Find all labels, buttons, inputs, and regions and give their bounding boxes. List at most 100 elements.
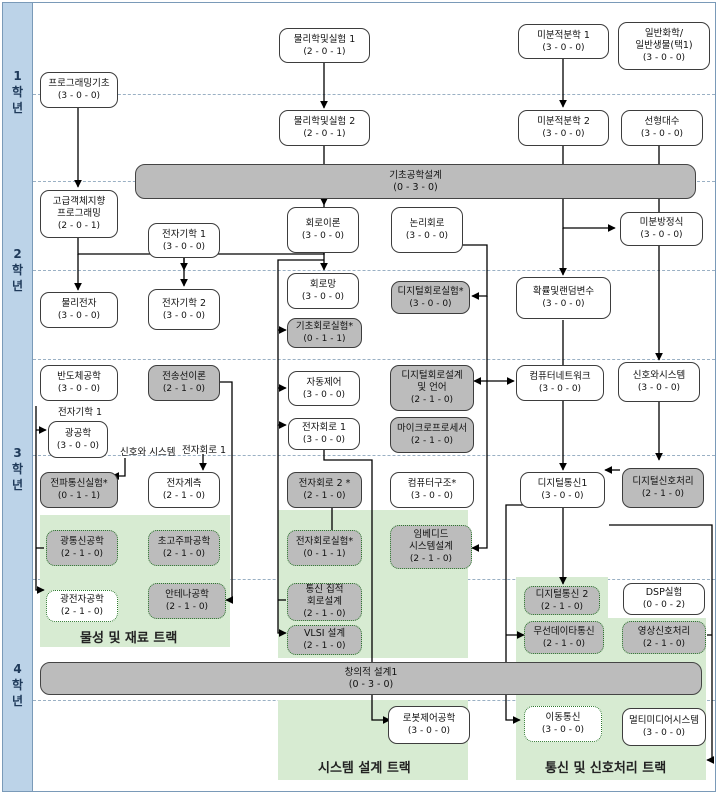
course-credit: (2 - 1 - 0) bbox=[642, 638, 686, 649]
course-dsplab[interactable]: DSP실험(0 - 0 - 2) bbox=[623, 583, 705, 615]
course-logic[interactable]: 논리회로(3 - 0 - 0) bbox=[391, 207, 463, 253]
course-oop[interactable]: 고급객체지향 프로그래밍(2 - 0 - 1) bbox=[40, 190, 118, 238]
course-credit: (3 - 0 - 0) bbox=[542, 42, 585, 53]
course-credit: (2 - 1 - 0) bbox=[165, 602, 209, 612]
bar-name: 창의적 설계1 bbox=[344, 666, 398, 678]
course-name: 논리회로 bbox=[409, 218, 445, 229]
course-name: 무선데이타통신 bbox=[533, 625, 595, 637]
course-control[interactable]: 자동제어(3 - 0 - 0) bbox=[288, 371, 360, 406]
bar-basic-design[interactable]: 기초공학설계(0 - 3 - 0) bbox=[135, 164, 696, 199]
course-name: 반도체공학 bbox=[57, 371, 101, 382]
course-credit: (3 - 0 - 0) bbox=[56, 440, 100, 451]
course-name: 디지털통신 2 bbox=[535, 588, 589, 600]
course-optcomm[interactable]: 광통신공학(2 - 1 - 0) bbox=[46, 530, 118, 566]
course-digcomm2[interactable]: 디지털통신 2(2 - 1 - 0) bbox=[524, 586, 600, 615]
course-name: DSP실험 bbox=[645, 587, 683, 598]
course-em2[interactable]: 전자기학 2(3 - 0 - 0) bbox=[148, 289, 220, 330]
course-wireless[interactable]: 무선데이타통신(2 - 1 - 0) bbox=[524, 621, 604, 654]
course-calculus1[interactable]: 미분적분학 1(3 - 0 - 0) bbox=[518, 24, 609, 59]
course-em1[interactable]: 전자기학 1(3 - 0 - 0) bbox=[148, 223, 220, 258]
course-credit: (3 - 0 - 0) bbox=[640, 230, 683, 240]
course-network[interactable]: 회로망(3 - 0 - 0) bbox=[287, 273, 359, 309]
course-name: 일반화학/ 일반생물(택1) bbox=[635, 28, 693, 51]
course-linalg[interactable]: 선형대수(3 - 0 - 0) bbox=[621, 110, 703, 146]
row-separator bbox=[33, 270, 715, 271]
course-name: 회로망 bbox=[309, 279, 337, 290]
course-name: 광통신공학 bbox=[60, 536, 104, 547]
course-emlab[interactable]: 전파통신실험*(0 - 1 - 1) bbox=[40, 472, 118, 508]
track-label-materials: 물성 및 재료 트랙 bbox=[80, 631, 178, 646]
course-digcomm1[interactable]: 디지털통신1 (3 - 0 - 0) bbox=[520, 472, 605, 508]
course-ic[interactable]: 통신 집적 회로설계(2 - 1 - 0) bbox=[287, 583, 362, 621]
bar-credit: (0 - 3 - 0) bbox=[393, 181, 438, 193]
bar-creative-design[interactable]: 창의적 설계1(0 - 3 - 0) bbox=[40, 662, 702, 695]
course-image[interactable]: 영상신호처리(2 - 1 - 0) bbox=[622, 621, 706, 654]
course-credit: (2 - 1 - 0) bbox=[409, 554, 453, 564]
course-physelec[interactable]: 물리전자(3 - 0 - 0) bbox=[40, 292, 118, 328]
course-optics[interactable]: 광공학(3 - 0 - 0) bbox=[48, 421, 108, 458]
course-comparch[interactable]: 컴퓨터구조*(3 - 0 - 0) bbox=[390, 472, 474, 508]
course-digdesign[interactable]: 디지털회로설계 및 언어(2 - 1 - 0) bbox=[390, 365, 474, 411]
course-diffeq[interactable]: 미분방정식 (3 - 0 - 0) bbox=[620, 212, 703, 246]
course-multimedia[interactable]: 멀티미디어시스템(3 - 0 - 0) bbox=[622, 708, 706, 746]
course-eleclab[interactable]: 전자회로실험* (0 - 1 - 1) bbox=[287, 530, 362, 566]
course-physics2[interactable]: 물리학및실험 2(2 - 0 - 1) bbox=[279, 110, 370, 146]
course-dsp[interactable]: 디지털신호처리(2 - 1 - 0) bbox=[622, 468, 704, 508]
course-name: 확률및랜덤변수 bbox=[532, 286, 595, 297]
course-name: 컴퓨터구조* bbox=[407, 478, 457, 489]
course-credit: (3 - 0 - 0) bbox=[541, 491, 584, 501]
course-diglab[interactable]: 디지털회로실험*(3 - 0 - 0) bbox=[391, 281, 470, 314]
course-name: 전자기학 1 bbox=[161, 228, 207, 240]
course-name: 전자회로실험* bbox=[295, 536, 354, 547]
course-name: 디지털통신1 bbox=[537, 478, 588, 489]
course-name: 미분적분학 2 bbox=[537, 116, 590, 127]
course-prob[interactable]: 확률및랜덤변수 (3 - 0 - 0) bbox=[516, 277, 611, 319]
course-basiclab[interactable]: 기초회로실험*(0 - 1 - 1) bbox=[287, 318, 362, 348]
course-compnet[interactable]: 컴퓨터네트워크(3 - 0 - 0) bbox=[516, 365, 604, 401]
course-optelec[interactable]: 광전자공학(2 - 1 - 0) bbox=[46, 590, 118, 622]
course-credit: (2 - 0 - 1) bbox=[303, 129, 346, 139]
year-separator bbox=[33, 359, 715, 360]
course-physics1[interactable]: 물리학및실험 1(2 - 0 - 1) bbox=[279, 28, 370, 63]
course-transline[interactable]: 전송선이론(2 - 1 - 0) bbox=[148, 365, 220, 401]
course-name: 회로이론 bbox=[305, 218, 341, 229]
course-credit: (2 - 1 - 0) bbox=[60, 607, 104, 617]
course-name: VLSI 설계 bbox=[303, 628, 346, 639]
course-semi[interactable]: 반도체공학(3 - 0 - 0) bbox=[40, 365, 118, 401]
bar-credit: (0 - 3 - 0) bbox=[348, 678, 394, 690]
course-meas[interactable]: 전자계측(2 - 1 - 0) bbox=[148, 472, 220, 508]
course-name: 마이크로프로세서 bbox=[397, 423, 467, 434]
edge bbox=[35, 406, 45, 594]
course-credit: (3 - 0 - 0) bbox=[542, 129, 585, 139]
course-elec1[interactable]: 전자회로 1(3 - 0 - 0) bbox=[288, 418, 360, 450]
course-progbasic[interactable]: 프로그래밍기초(3 - 0 - 0) bbox=[40, 72, 118, 108]
course-vlsi[interactable]: VLSI 설계(2 - 1 - 0) bbox=[287, 625, 362, 655]
course-microwave[interactable]: 초고주파공학(2 - 1 - 0) bbox=[148, 530, 220, 566]
course-credit: (3 - 0 - 0) bbox=[640, 129, 684, 139]
year-2-bar: 2 학 년 bbox=[3, 181, 33, 359]
course-mobile[interactable]: 이동통신(3 - 0 - 0) bbox=[524, 706, 602, 742]
course-signals[interactable]: 신호와시스템(3 - 0 - 0) bbox=[618, 362, 700, 402]
course-antenna[interactable]: 안테나공학(2 - 1 - 0) bbox=[148, 583, 226, 619]
course-credit: (3 - 0 - 0) bbox=[162, 310, 206, 321]
edge bbox=[277, 425, 287, 637]
course-chembio[interactable]: 일반화학/ 일반생물(택1)(3 - 0 - 0) bbox=[618, 22, 710, 70]
course-credit: (3 - 0 - 0) bbox=[409, 298, 452, 309]
course-name: 전송선이론 bbox=[162, 371, 206, 382]
course-name: 광공학 bbox=[64, 427, 92, 439]
course-credit: (0 - 1 - 1) bbox=[303, 549, 346, 559]
course-name: 미분방정식 bbox=[639, 217, 684, 228]
course-credit: (3 - 0 - 0) bbox=[542, 299, 585, 309]
course-calculus2[interactable]: 미분적분학 2 (3 - 0 - 0) bbox=[518, 110, 609, 146]
course-credit: (3 - 0 - 0) bbox=[637, 383, 681, 393]
course-robot[interactable]: 로봇제어공학(3 - 0 - 0) bbox=[388, 706, 470, 744]
course-elec2[interactable]: 전자회로 2 *(2 - 1 - 0) bbox=[287, 472, 362, 508]
course-name: 초고주파공학 bbox=[157, 536, 211, 547]
edge-label-circuit1: 전자회로 1 bbox=[182, 445, 227, 456]
year-1-label: 1 학 년 bbox=[11, 69, 24, 115]
course-micro[interactable]: 마이크로프로세서(2 - 1 - 0) bbox=[390, 417, 474, 453]
course-credit: (3 - 0 - 0) bbox=[642, 728, 686, 738]
course-embedded[interactable]: 임베디드 시스템설계(2 - 1 - 0) bbox=[390, 525, 472, 569]
course-name: 디지털신호처리 bbox=[632, 476, 694, 487]
course-circuit[interactable]: 회로이론(3 - 0 - 0) bbox=[287, 207, 359, 253]
